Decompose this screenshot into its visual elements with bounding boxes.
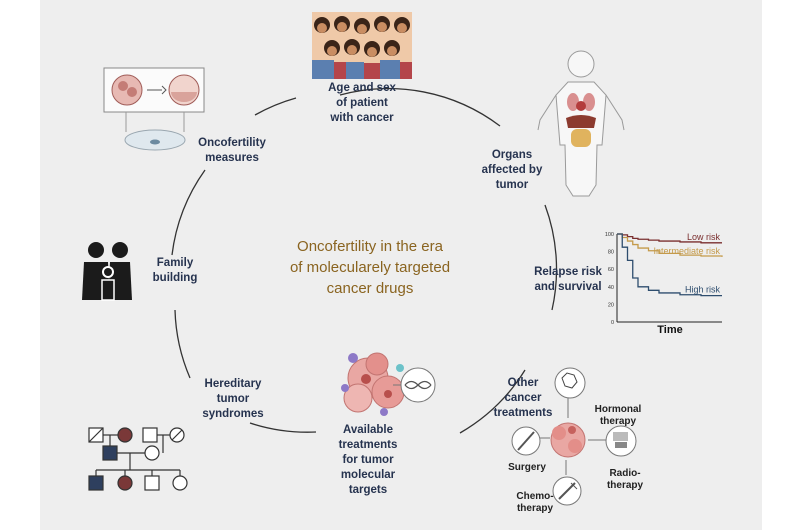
- node-relapse: Relapse risk and survival: [534, 266, 602, 293]
- scalpel-icon: [511, 426, 541, 456]
- series-line-2: [617, 233, 722, 297]
- cycle-arc-5: [174, 309, 191, 379]
- label-radiotherapy: Radio- therapy: [606, 468, 644, 491]
- pedigree-child-4: [172, 475, 188, 491]
- node-age-sex: Age and sex of patient with cancer: [328, 82, 396, 124]
- embryo-dish-icon: [103, 67, 205, 151]
- series-label-1: Intermediate risk: [653, 246, 720, 256]
- cycle-arc-4: [249, 422, 317, 433]
- chart-y-tick-label: 40: [608, 285, 614, 291]
- pedigree-female-3: [144, 445, 160, 461]
- label-surgery: Surgery: [508, 462, 546, 473]
- pedigree-male-2: [142, 427, 158, 443]
- syringe-icon: [552, 476, 582, 506]
- pedigree-child-2: [117, 475, 133, 491]
- label-hormonal-therapy: Hormonal therapy: [594, 404, 642, 427]
- series-label-2: High risk: [685, 285, 721, 295]
- node-available-treatments: Available treatments for tumor molecular…: [338, 424, 398, 496]
- series-line-0: [617, 233, 722, 244]
- family-icon: [82, 242, 132, 301]
- node-oncofertility-measures: Oncofertility measures: [198, 137, 266, 164]
- chart-x-label: Time: [657, 324, 682, 336]
- tumor-cells-icon: [341, 352, 436, 416]
- series-label-0: Low risk: [687, 232, 721, 242]
- center-title: Oncofertility in the era of molecularely…: [289, 238, 451, 297]
- chart-y-tick-label: 100: [605, 232, 614, 238]
- series-line-1: [617, 233, 723, 257]
- chart-y-tick-label: 0: [611, 320, 614, 326]
- cycle-arc-7: [254, 97, 297, 116]
- tumor-mass-icon: [550, 422, 586, 458]
- node-family-building: Family building: [152, 257, 198, 284]
- molecule-icon: [554, 367, 586, 399]
- cycle-ring: [171, 87, 558, 434]
- crowd-icon: [312, 12, 412, 79]
- pedigree-chart: [88, 427, 188, 491]
- label-chemotherapy: Chemo- therapy: [516, 491, 554, 514]
- organs-icon: [566, 93, 596, 147]
- cycle-arc-2: [544, 204, 558, 311]
- node-organs: Organs affected by tumor: [481, 149, 543, 191]
- chart-y-tick-label: 20: [608, 302, 614, 308]
- node-hereditary: Hereditary tumor syndromes: [202, 378, 264, 420]
- chart-y-tick-label: 80: [608, 250, 614, 256]
- cycle-arc-3: [459, 369, 526, 434]
- pedigree-male-3: [102, 445, 118, 461]
- pedigree-child-3: [144, 475, 160, 491]
- cycle-arc-1: [339, 87, 501, 127]
- pedigree-female-1: [117, 427, 133, 443]
- chart-y-tick-label: 60: [608, 267, 614, 273]
- pedigree-child-1: [88, 475, 104, 491]
- node-other-treatments: Other cancer treatments: [493, 377, 553, 419]
- cycle-arc-6: [171, 169, 206, 256]
- radiation-machine-icon: [605, 425, 637, 457]
- treatments-cluster: [511, 367, 637, 506]
